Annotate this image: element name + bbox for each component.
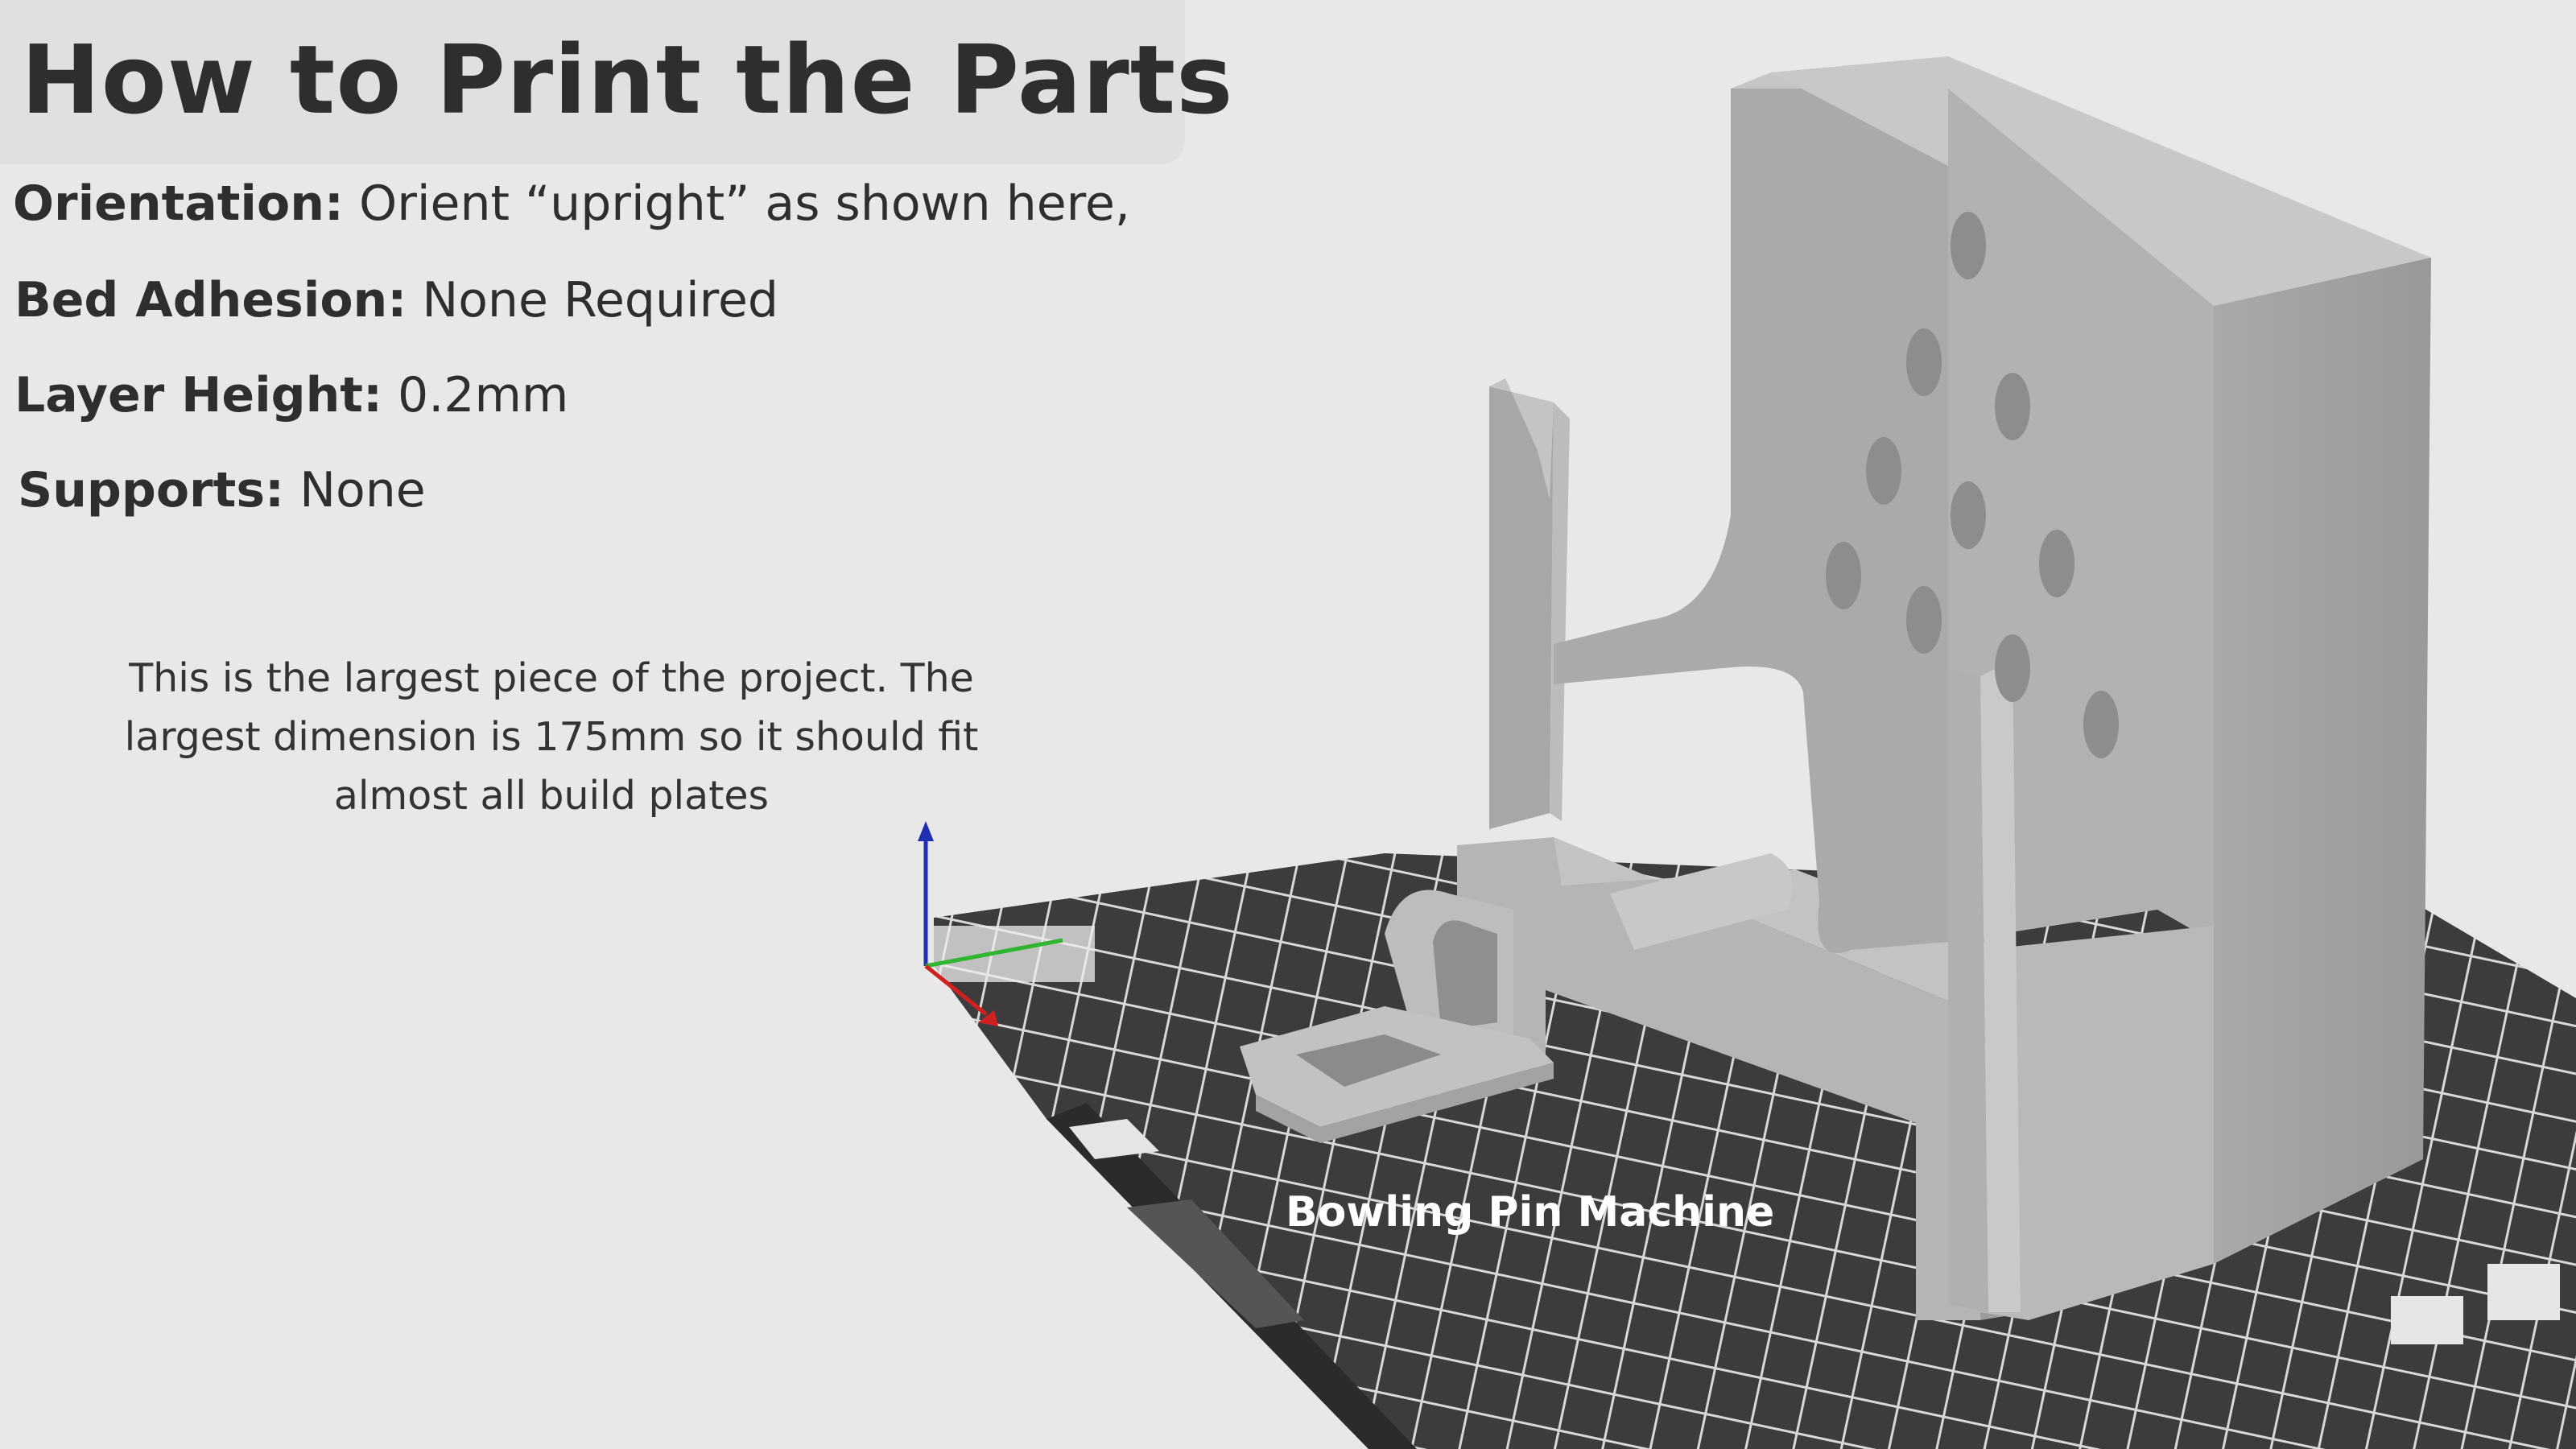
page-title: How to Print the Parts xyxy=(21,24,1234,135)
title-card xyxy=(0,0,1185,164)
plate-badge-icon xyxy=(2487,1264,2560,1320)
part-model xyxy=(1240,56,2431,1320)
spec-supports: Supports: None xyxy=(18,462,426,518)
spec-value: Orient “upright” as shown here, xyxy=(343,175,1130,232)
spec-value: 0.2mm xyxy=(382,367,569,423)
spec-value: None Required xyxy=(407,272,778,328)
spec-value: None xyxy=(284,462,426,518)
model-label: Bowling Pin Machine xyxy=(1286,1188,1775,1236)
spec-bed-adhesion: Bed Adhesion: None Required xyxy=(14,272,778,328)
spec-label: Orientation: xyxy=(13,175,344,232)
plate-badge-icon xyxy=(2391,1296,2463,1344)
plate-label-icon xyxy=(1069,1119,1159,1159)
spec-label: Bed Adhesion: xyxy=(14,272,407,328)
axis-gizmo-icon xyxy=(918,821,1063,1026)
spec-label: Supports: xyxy=(18,462,285,518)
spec-orientation: Orientation: Orient “upright” as shown h… xyxy=(13,175,1130,232)
spec-label: Layer Height: xyxy=(14,367,382,423)
spec-layer-height: Layer Height: 0.2mm xyxy=(14,367,568,423)
plate-corner-grid-icon xyxy=(934,926,1095,982)
description-text: This is the largest piece of the project… xyxy=(124,655,979,819)
plate-stripes-icon xyxy=(1127,1199,1304,1328)
